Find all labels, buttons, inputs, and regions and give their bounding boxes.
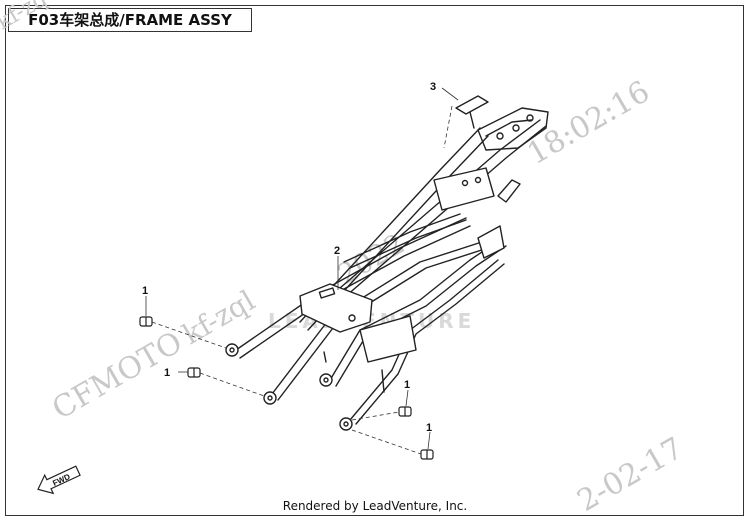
callout-3: 3 xyxy=(430,81,436,93)
callout-1-upper-left: 1 xyxy=(142,285,148,297)
diagram-title: F03车架总成/FRAME ASSY xyxy=(8,8,252,32)
callout-1-middle-left: 1 xyxy=(164,367,170,379)
watermark-user-top: kf-zq xyxy=(0,0,52,35)
watermark-layer: CFMOTO kf-zql 2022 18:02:16 2-02-17 kf-z… xyxy=(0,0,689,519)
fwd-label: FWD xyxy=(51,472,72,488)
diagram-footer: Rendered by LeadVenture, Inc. xyxy=(282,499,468,513)
bolt-middle-left xyxy=(187,367,201,378)
bolt-upper-left xyxy=(139,316,153,327)
callout-1-right-lower: 1 xyxy=(426,422,432,434)
leader-lines xyxy=(145,87,459,455)
diagram-border xyxy=(5,5,744,516)
frame-linework xyxy=(225,95,549,431)
callout-labels: 1 1 1 1 2 3 xyxy=(142,81,436,434)
bolt-parts xyxy=(139,316,434,460)
bolt-right-upper xyxy=(398,406,412,417)
fwd-arrow-icon: FWD xyxy=(37,465,81,495)
callout-1-right-upper: 1 xyxy=(404,379,410,391)
callout-2: 2 xyxy=(334,245,340,257)
bolt-right-lower xyxy=(420,449,434,460)
